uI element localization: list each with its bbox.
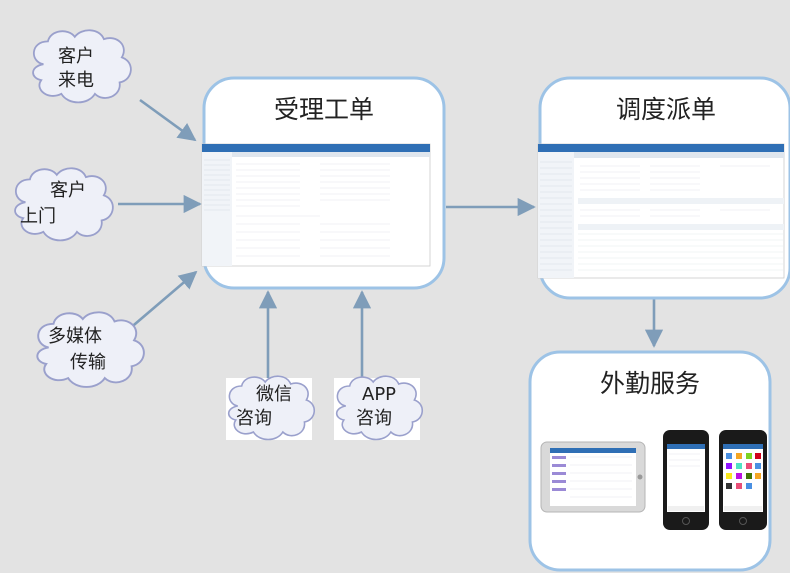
cloud-customer-visit-line2: 上门	[20, 206, 56, 227]
dispatch-app-screenshot	[537, 143, 785, 279]
cloud-customer-visit: 客户 上门	[14, 167, 114, 242]
cloud-app-line1: APP	[362, 384, 396, 405]
accept-app-screenshot	[201, 143, 431, 267]
box-accept-order: 受理工单	[201, 76, 446, 290]
cloud-customer-call-line1: 客户	[58, 46, 94, 67]
cloud-customer-call: 客户 来电	[32, 29, 132, 104]
phone-device-2	[719, 430, 767, 530]
box-field-service: 外勤服务	[528, 350, 772, 572]
cloud-multimedia: 多媒体 传输	[36, 311, 145, 388]
cloud-app-line2: 咨询	[356, 408, 392, 429]
tablet-device	[540, 441, 646, 513]
arrow-multimedia-to-accept	[127, 270, 198, 331]
cloud-wechat: 微信 咨询	[226, 375, 316, 441]
box-dispatch-order-title: 调度派单	[616, 95, 716, 124]
arrow-call-to-accept	[139, 98, 197, 142]
cloud-customer-visit-line1: 客户	[50, 180, 86, 201]
cloud-multimedia-line2: 传输	[70, 352, 106, 373]
box-accept-order-title: 受理工单	[274, 95, 374, 124]
box-dispatch-order: 调度派单	[537, 76, 790, 300]
cloud-multimedia-line1: 多媒体	[48, 326, 102, 347]
cloud-wechat-line1: 微信	[256, 384, 292, 405]
phone-device-1	[663, 430, 709, 530]
cloud-app: APP 咨询	[334, 375, 424, 441]
box-field-service-title: 外勤服务	[600, 369, 700, 398]
cloud-wechat-line2: 咨询	[236, 408, 272, 429]
cloud-customer-call-line2: 来电	[58, 70, 94, 91]
